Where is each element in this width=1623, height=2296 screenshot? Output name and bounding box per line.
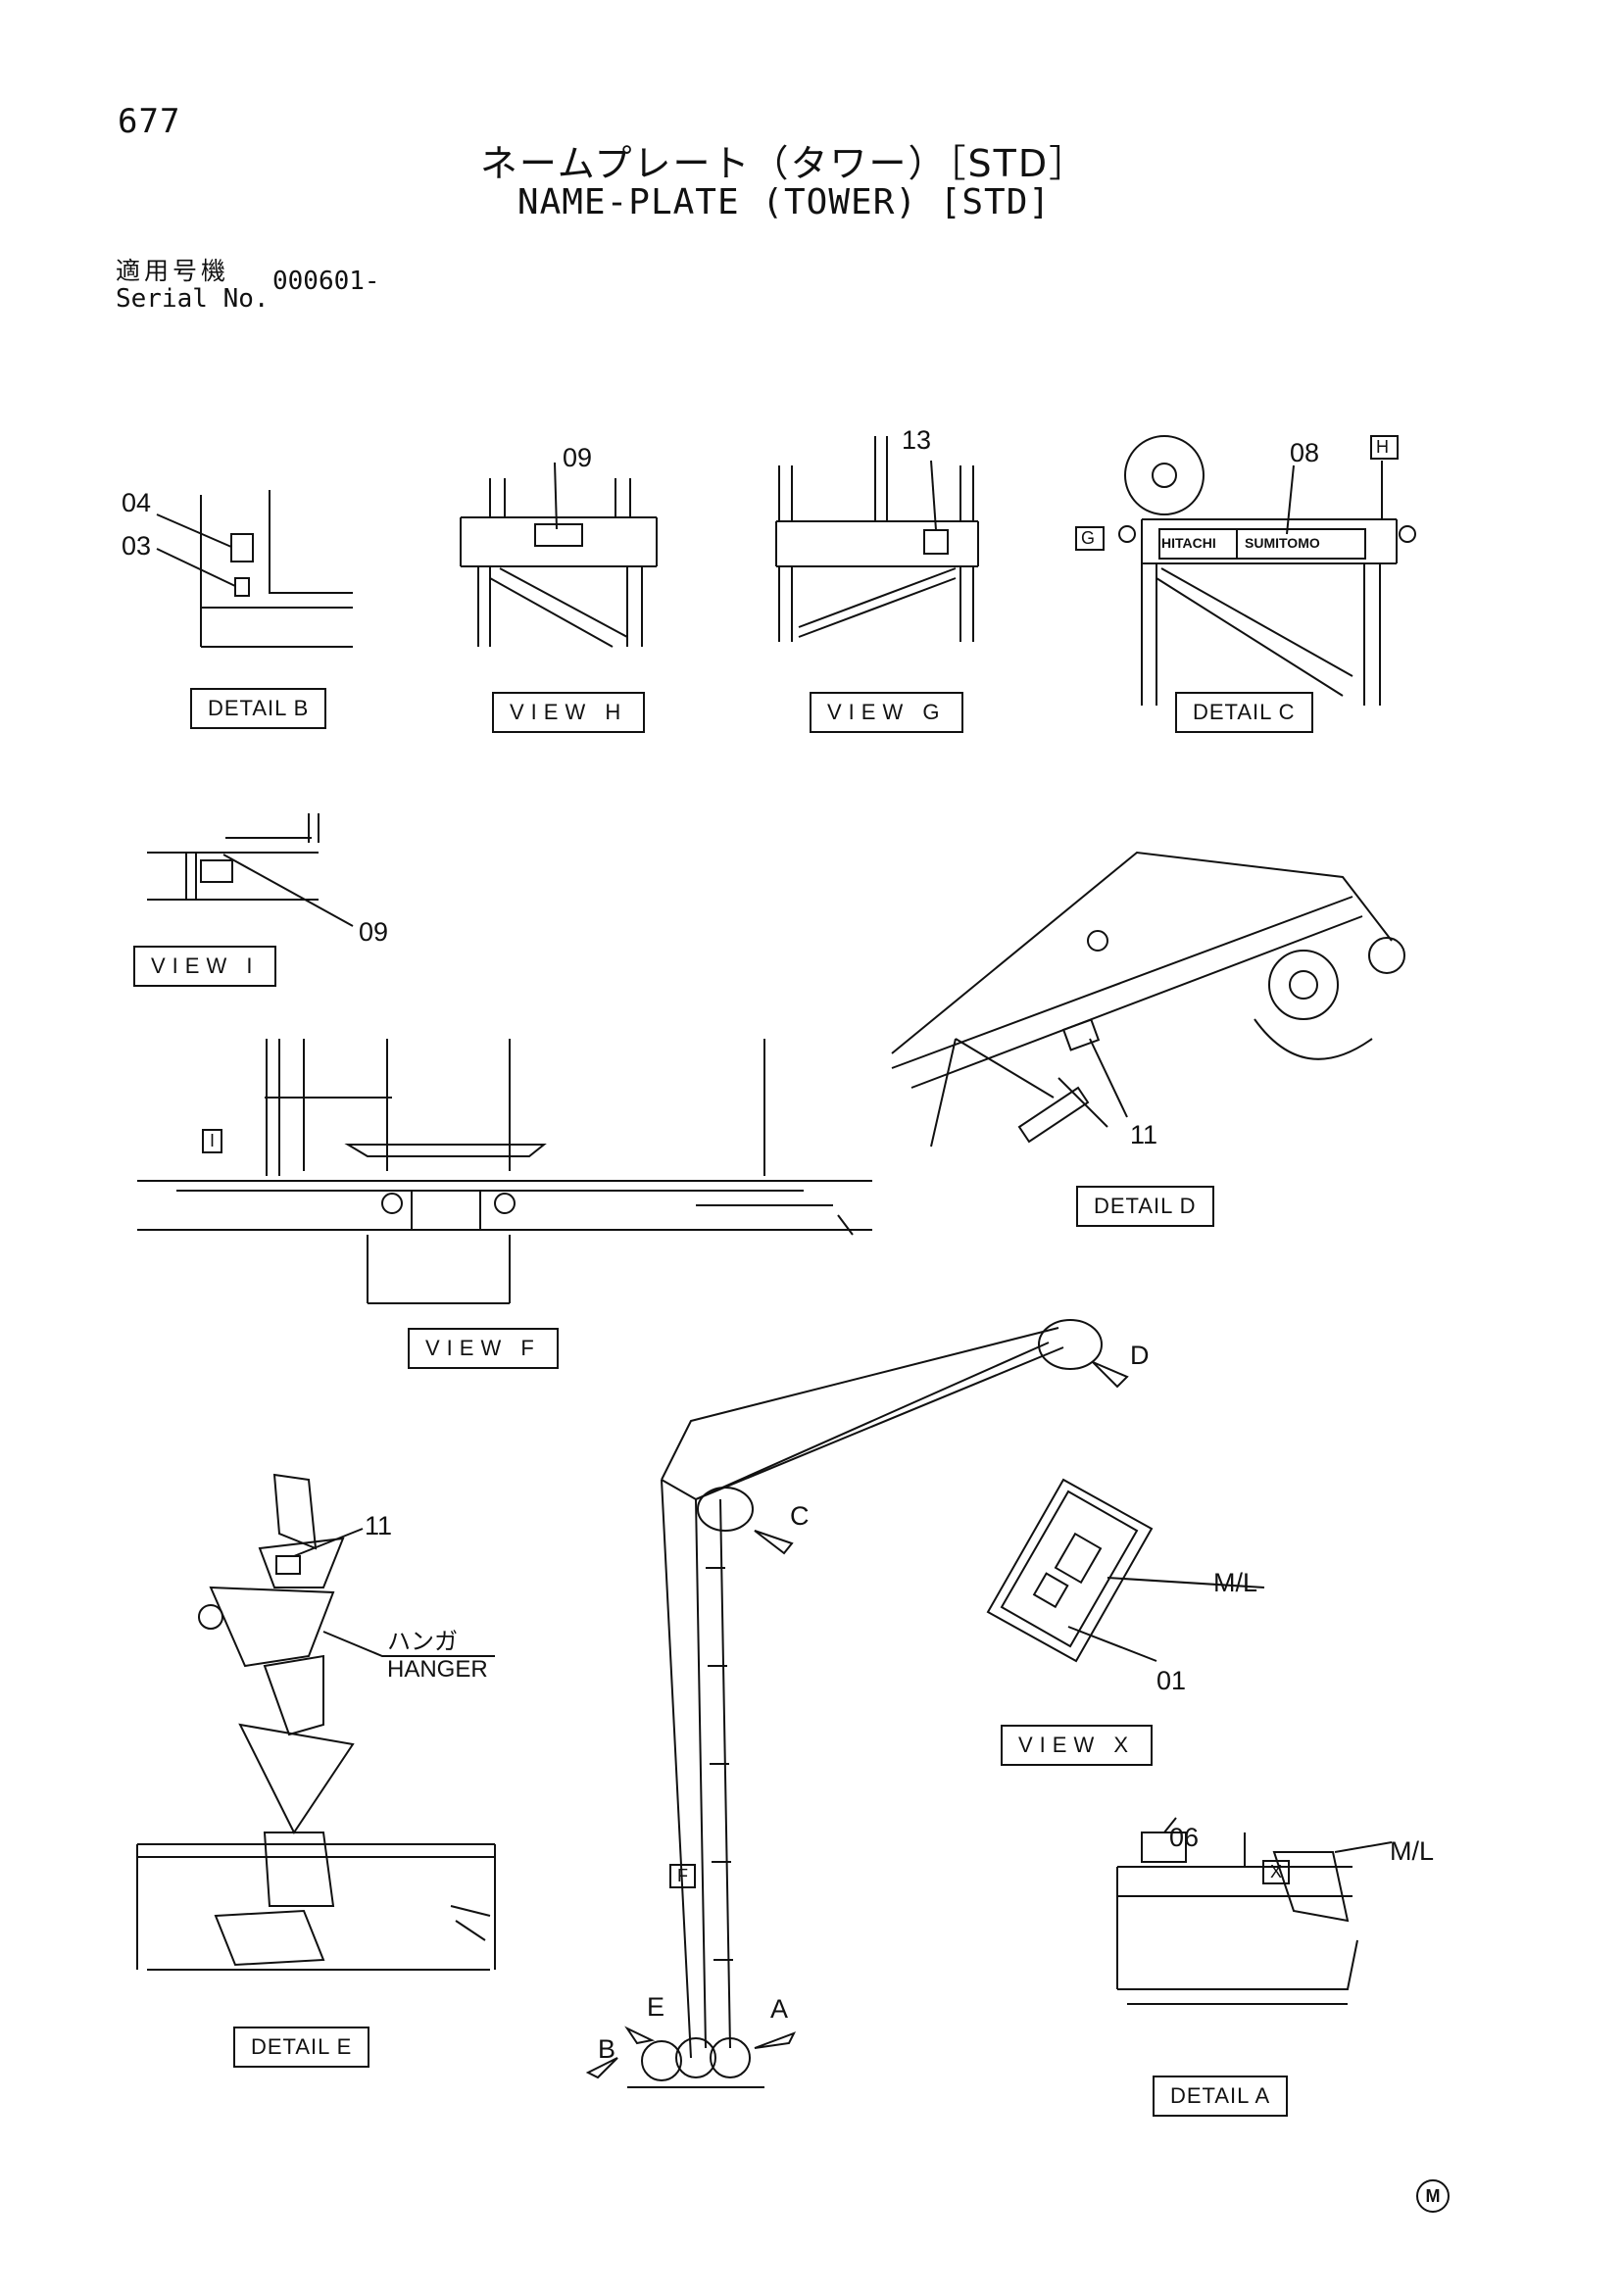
detail-c-drawing xyxy=(1118,435,1416,706)
view-h-drawing xyxy=(460,462,658,648)
callout-08: 08 xyxy=(1290,438,1320,467)
label-view-h: VIEW H xyxy=(492,692,646,733)
view-arrow-x: X xyxy=(1262,1860,1291,1884)
label-view-i: VIEW I xyxy=(133,946,277,987)
registered-mark: M xyxy=(1416,2179,1450,2213)
label-detail-a: DETAIL A xyxy=(1153,2076,1289,2117)
callout-09-view-h: 09 xyxy=(563,443,593,472)
callout-01: 01 xyxy=(1156,1666,1187,1695)
label-detail-b: DETAIL B xyxy=(190,688,327,729)
view-arrow-i: I xyxy=(202,1129,223,1153)
label-detail-d: DETAIL D xyxy=(1076,1186,1214,1227)
label-view-f: VIEW F xyxy=(408,1328,559,1369)
serial-value: 000601- xyxy=(272,267,380,296)
view-x-drawing xyxy=(986,1478,1265,1663)
brand-plate-right: SUMITOMO xyxy=(1245,535,1320,551)
balloon-b: B xyxy=(598,2034,616,2064)
balloon-e: E xyxy=(647,1992,665,2022)
balloon-a: A xyxy=(770,1994,789,2024)
tower-overall-drawing xyxy=(585,1319,1129,2088)
callout-09-view-i: 09 xyxy=(359,917,389,947)
label-view-x: VIEW X xyxy=(1001,1725,1154,1766)
serial-label-en: Serial No. xyxy=(116,284,270,314)
detail-a-drawing xyxy=(1116,1817,1393,2005)
label-detail-e: DETAIL E xyxy=(233,2027,370,2068)
serial-label-jp: 適用号機 xyxy=(116,257,230,285)
brand-plate-left: HITACHI xyxy=(1161,535,1216,551)
view-arrow-h: H xyxy=(1370,435,1399,460)
callout-11-detail-d: 11 xyxy=(1130,1120,1158,1149)
view-f-drawing xyxy=(137,1039,872,1304)
balloon-d: D xyxy=(1130,1341,1150,1370)
label-detail-c: DETAIL C xyxy=(1175,692,1313,733)
callout-04: 04 xyxy=(122,488,152,517)
view-g-drawing xyxy=(775,436,979,642)
view-arrow-f: F xyxy=(669,1864,696,1888)
detail-d-drawing xyxy=(891,851,1405,1148)
page-title-en: NAME-PLATE (TOWER) [STD] xyxy=(516,182,1052,222)
label-view-g: VIEW G xyxy=(810,692,964,733)
page-title-jp: ネームプレート（タワー）［STD］ xyxy=(479,142,1089,185)
callout-13: 13 xyxy=(902,425,932,455)
hanger-label-jp: ハンガ xyxy=(387,1628,458,1655)
hanger-label-en: HANGER xyxy=(387,1656,488,1683)
callout-ml-view-x: M/L xyxy=(1213,1568,1258,1597)
page-number: 677 xyxy=(118,102,181,141)
detail-b-drawing xyxy=(156,490,353,648)
callout-06: 06 xyxy=(1169,1823,1200,1852)
callout-03: 03 xyxy=(122,531,152,561)
view-arrow-g: G xyxy=(1075,526,1106,551)
detail-e-drawing xyxy=(136,1473,496,1971)
balloon-c: C xyxy=(790,1501,810,1531)
callout-ml-detail-a: M/L xyxy=(1390,1836,1435,1866)
view-i-drawing xyxy=(147,813,354,927)
callout-11-detail-e: 11 xyxy=(365,1511,393,1540)
